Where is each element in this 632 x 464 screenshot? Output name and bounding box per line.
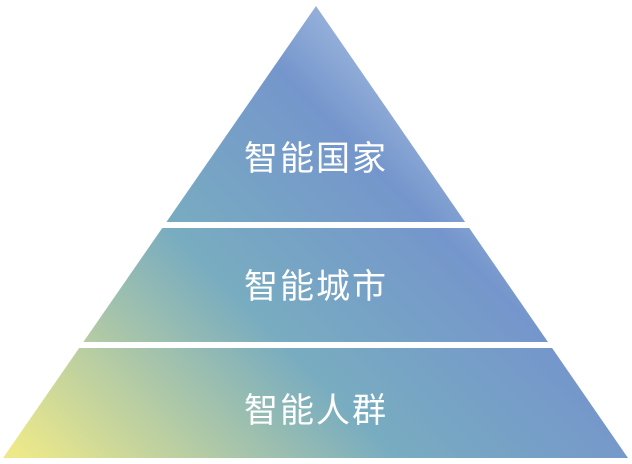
tier-separator-top <box>0 222 632 228</box>
tier-label-top: 智能国家 <box>244 139 388 179</box>
tier-label-bottom: 智能人群 <box>244 391 388 431</box>
tier-label-middle: 智能城市 <box>244 267 388 307</box>
tier-separator-bottom <box>0 342 632 348</box>
